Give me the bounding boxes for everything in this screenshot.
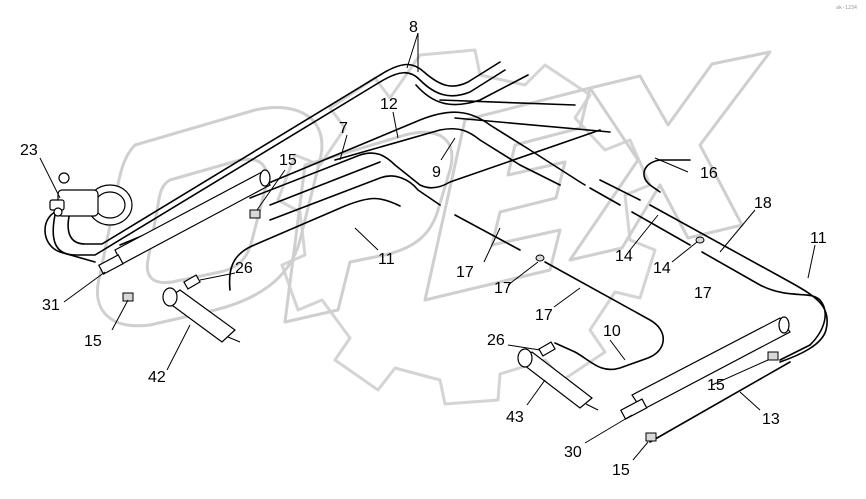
callout-13: 13 [762,411,780,428]
fitting-15-a [249,209,261,219]
callout-17-lower: 17 [535,307,553,324]
callout-17-right: 17 [694,285,712,302]
callout-9: 9 [432,164,441,181]
callout-30: 30 [564,444,582,461]
callout-18: 18 [754,195,772,212]
callout-16: 16 [700,165,718,182]
corner-mark: ak-1234 [836,5,857,11]
callout-23: 23 [20,142,38,159]
cylinder-43 [517,341,599,411]
cylinder-42 [162,274,241,343]
hose-lines [44,61,828,443]
cylinder-31 [98,169,271,275]
callout-15-right: 15 [707,377,725,394]
steering-unit [49,172,133,226]
callout-labels: 8 12 7 9 23 15 16 18 11 11 26 17 17 14 1… [20,19,827,479]
callout-26-left: 26 [235,260,253,277]
callout-11-right: 11 [810,230,827,247]
callout-15-top: 15 [279,152,297,169]
callout-14-right: 14 [653,260,671,277]
callout-11-center: 11 [378,251,395,268]
cylinder-30 [620,316,791,420]
callout-26-right: 26 [487,332,505,349]
callout-17-right-upper: 14 [615,248,633,265]
fittings [122,209,779,442]
callout-8: 8 [409,19,418,36]
callout-12: 12 [380,96,398,113]
fitting-14-b [695,236,705,244]
fitting-15-b [122,292,134,302]
fitting-15-d [645,432,657,442]
callout-7: 7 [339,120,348,137]
fitting-15-c [767,351,779,361]
callout-17-center: 17 [456,264,474,281]
callout-31: 31 [42,297,60,314]
watermark-opex-letters [95,50,772,328]
callout-43: 43 [506,409,524,426]
callout-42: 42 [148,369,166,386]
callout-15-bottom: 15 [612,462,630,479]
callout-15-left: 15 [84,333,102,350]
leader-lines [39,32,816,461]
fitting-14-a [535,254,545,262]
callout-14-center: 17 [494,280,512,297]
callout-10: 10 [603,323,621,340]
